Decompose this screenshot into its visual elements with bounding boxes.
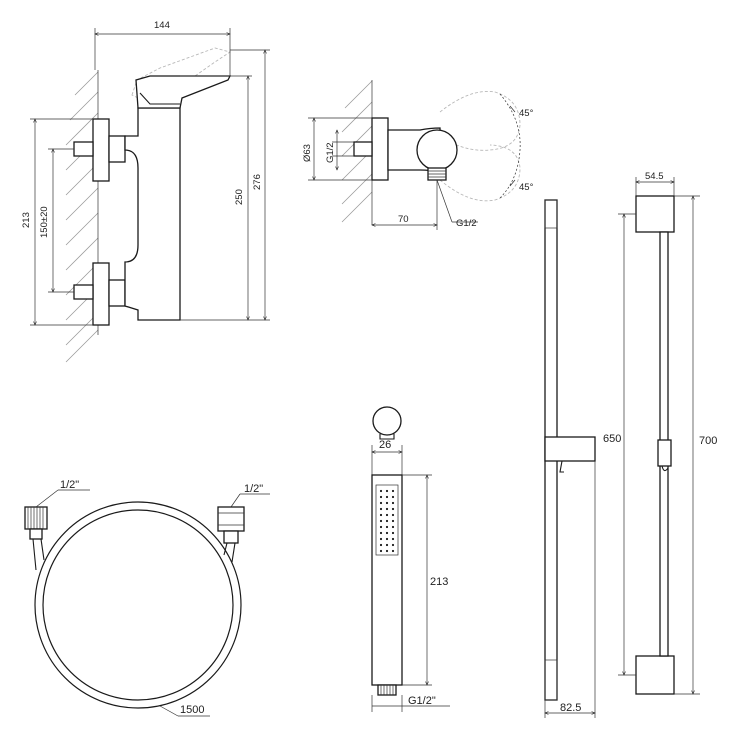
front-holder [657, 439, 672, 467]
dim-height-250: 250 [234, 189, 245, 205]
hand-shower-body [371, 474, 403, 686]
dim-shower-diameter: 26 [379, 439, 391, 451]
dim-height-213: 213 [21, 212, 32, 228]
hose-thread-right: 1/2" [244, 483, 263, 495]
wall-hatch-right [341, 80, 373, 223]
slide-bar-side-view: 82.5 [544, 199, 596, 718]
dim-diameter-63: Ø63 [302, 144, 313, 162]
slide-bar-front-view: 54.5 650 700 [603, 171, 717, 695]
hand-shower-top-view [372, 406, 402, 436]
mixer-front-view: Ø63 G1/2 70 G1/2 45° 45° [302, 80, 534, 230]
spray-nozzles [379, 489, 395, 553]
inlet-upper-nut [92, 118, 110, 182]
dim-inlet-thread: G1/2 [325, 142, 336, 163]
bracket-bottom [635, 655, 675, 695]
mixer-lever [135, 75, 232, 109]
mixer-body [124, 107, 181, 321]
dim-angle-bottom: 45° [519, 182, 534, 193]
bracket-top [635, 195, 675, 233]
dim-bar-total-length: 700 [699, 435, 717, 447]
hose-length: 1500 [180, 704, 204, 716]
dim-outlet-thread: G1/2 [456, 218, 477, 229]
slide-bar-holder [544, 436, 596, 462]
hand-shower: 26 213 G1/2" [371, 406, 450, 712]
dim-width-144: 144 [154, 20, 170, 31]
inlet-lower-nut [92, 262, 110, 326]
dim-bar-depth: 82.5 [560, 702, 581, 714]
dim-spacing-150: 150±20 [39, 206, 50, 238]
dim-bar-inner-length: 650 [603, 433, 621, 445]
hose-nut-right [217, 506, 245, 532]
hose-thread-left: 1/2" [60, 479, 79, 491]
dim-height-276: 276 [252, 174, 263, 190]
shower-hose: 1/2" 1/2" 1500 [24, 479, 270, 717]
dim-depth-70: 70 [398, 214, 409, 225]
front-inlet-nut [371, 117, 389, 181]
front-outlet-body [416, 129, 458, 171]
dim-angle-top: 45° [519, 108, 534, 119]
dim-shower-length: 213 [430, 576, 448, 588]
mixer-side-view: 144 250 276 213 150±20 [21, 20, 270, 363]
dim-bracket-width: 54.5 [645, 171, 664, 182]
dim-shower-thread: G1/2" [408, 695, 436, 707]
